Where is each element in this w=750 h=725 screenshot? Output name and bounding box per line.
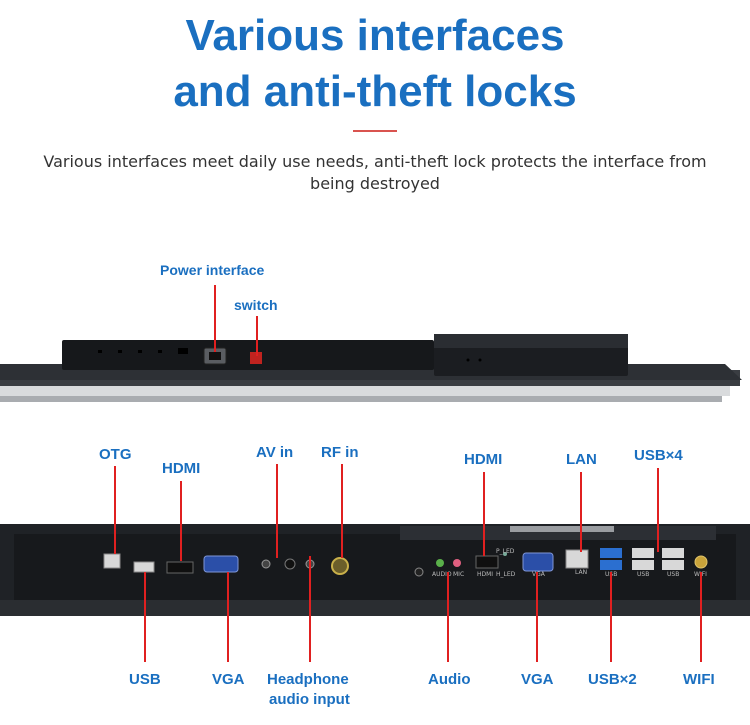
bottom-panel-illustration xyxy=(0,524,750,616)
vga-right-label: VGA xyxy=(521,671,554,688)
heading-line-2: and anti-theft locks xyxy=(173,67,577,116)
audio-label: Audio xyxy=(428,671,471,688)
top-panel-photo xyxy=(0,330,750,410)
av-in-label: AV in xyxy=(256,444,294,461)
headphone-pointer xyxy=(309,556,311,662)
lan-pointer xyxy=(580,472,582,552)
port-caption-usb-c: USB xyxy=(667,571,680,578)
port-caption-lan: LAN xyxy=(575,569,588,576)
port-caption-p-led: P_LED xyxy=(496,548,515,555)
port-caption-h-led: H_LED xyxy=(496,571,516,578)
hdmi-left-pointer xyxy=(180,481,182,561)
switch-pointer xyxy=(256,316,258,356)
port-caption-hdmi: HDMI xyxy=(477,571,494,578)
usb4-pointer xyxy=(657,468,659,552)
usb2-label: USB×2 xyxy=(588,671,637,688)
audio-pointer xyxy=(447,572,449,662)
otg-label: OTG xyxy=(99,446,132,463)
usb2-pointer xyxy=(610,572,612,662)
vga-left-label: VGA xyxy=(212,671,245,688)
wifi-pointer xyxy=(700,572,702,662)
bottom-panel-photo xyxy=(0,520,750,620)
vga-right-pointer xyxy=(536,572,538,662)
lan-label: LAN xyxy=(566,451,597,468)
rf-in-pointer xyxy=(341,464,343,558)
port-caption-usb-b: USB xyxy=(637,571,650,578)
usb-label: USB xyxy=(129,671,161,688)
rf-in-label: RF in xyxy=(321,444,359,461)
port-caption-vga: VGA xyxy=(532,571,545,578)
port-caption-audio: AUDIO xyxy=(432,571,452,578)
hdmi-left-label: HDMI xyxy=(162,460,201,477)
power-interface-label: Power interface xyxy=(160,262,265,278)
hdmi-right-label: HDMI xyxy=(464,451,503,468)
usb4-label: USB×4 xyxy=(634,447,683,464)
otg-pointer xyxy=(114,466,116,554)
top-panel-illustration xyxy=(0,334,742,402)
headphone-label-line2: audio input xyxy=(269,691,350,708)
vga-left-pointer xyxy=(227,572,229,662)
usb-pointer xyxy=(144,572,146,662)
wifi-label: WIFI xyxy=(683,671,715,688)
av-in-pointer xyxy=(276,464,278,558)
headphone-label-line1: Headphone xyxy=(267,671,349,688)
port-caption-mic: MIC xyxy=(453,571,465,578)
power-interface-pointer xyxy=(214,285,216,352)
hdmi-right-pointer xyxy=(483,472,485,556)
heading-line-1: Various interfaces xyxy=(185,11,565,60)
subtitle: Various interfaces meet daily use needs,… xyxy=(43,152,707,193)
switch-label: switch xyxy=(234,297,278,313)
title-divider xyxy=(353,130,397,132)
